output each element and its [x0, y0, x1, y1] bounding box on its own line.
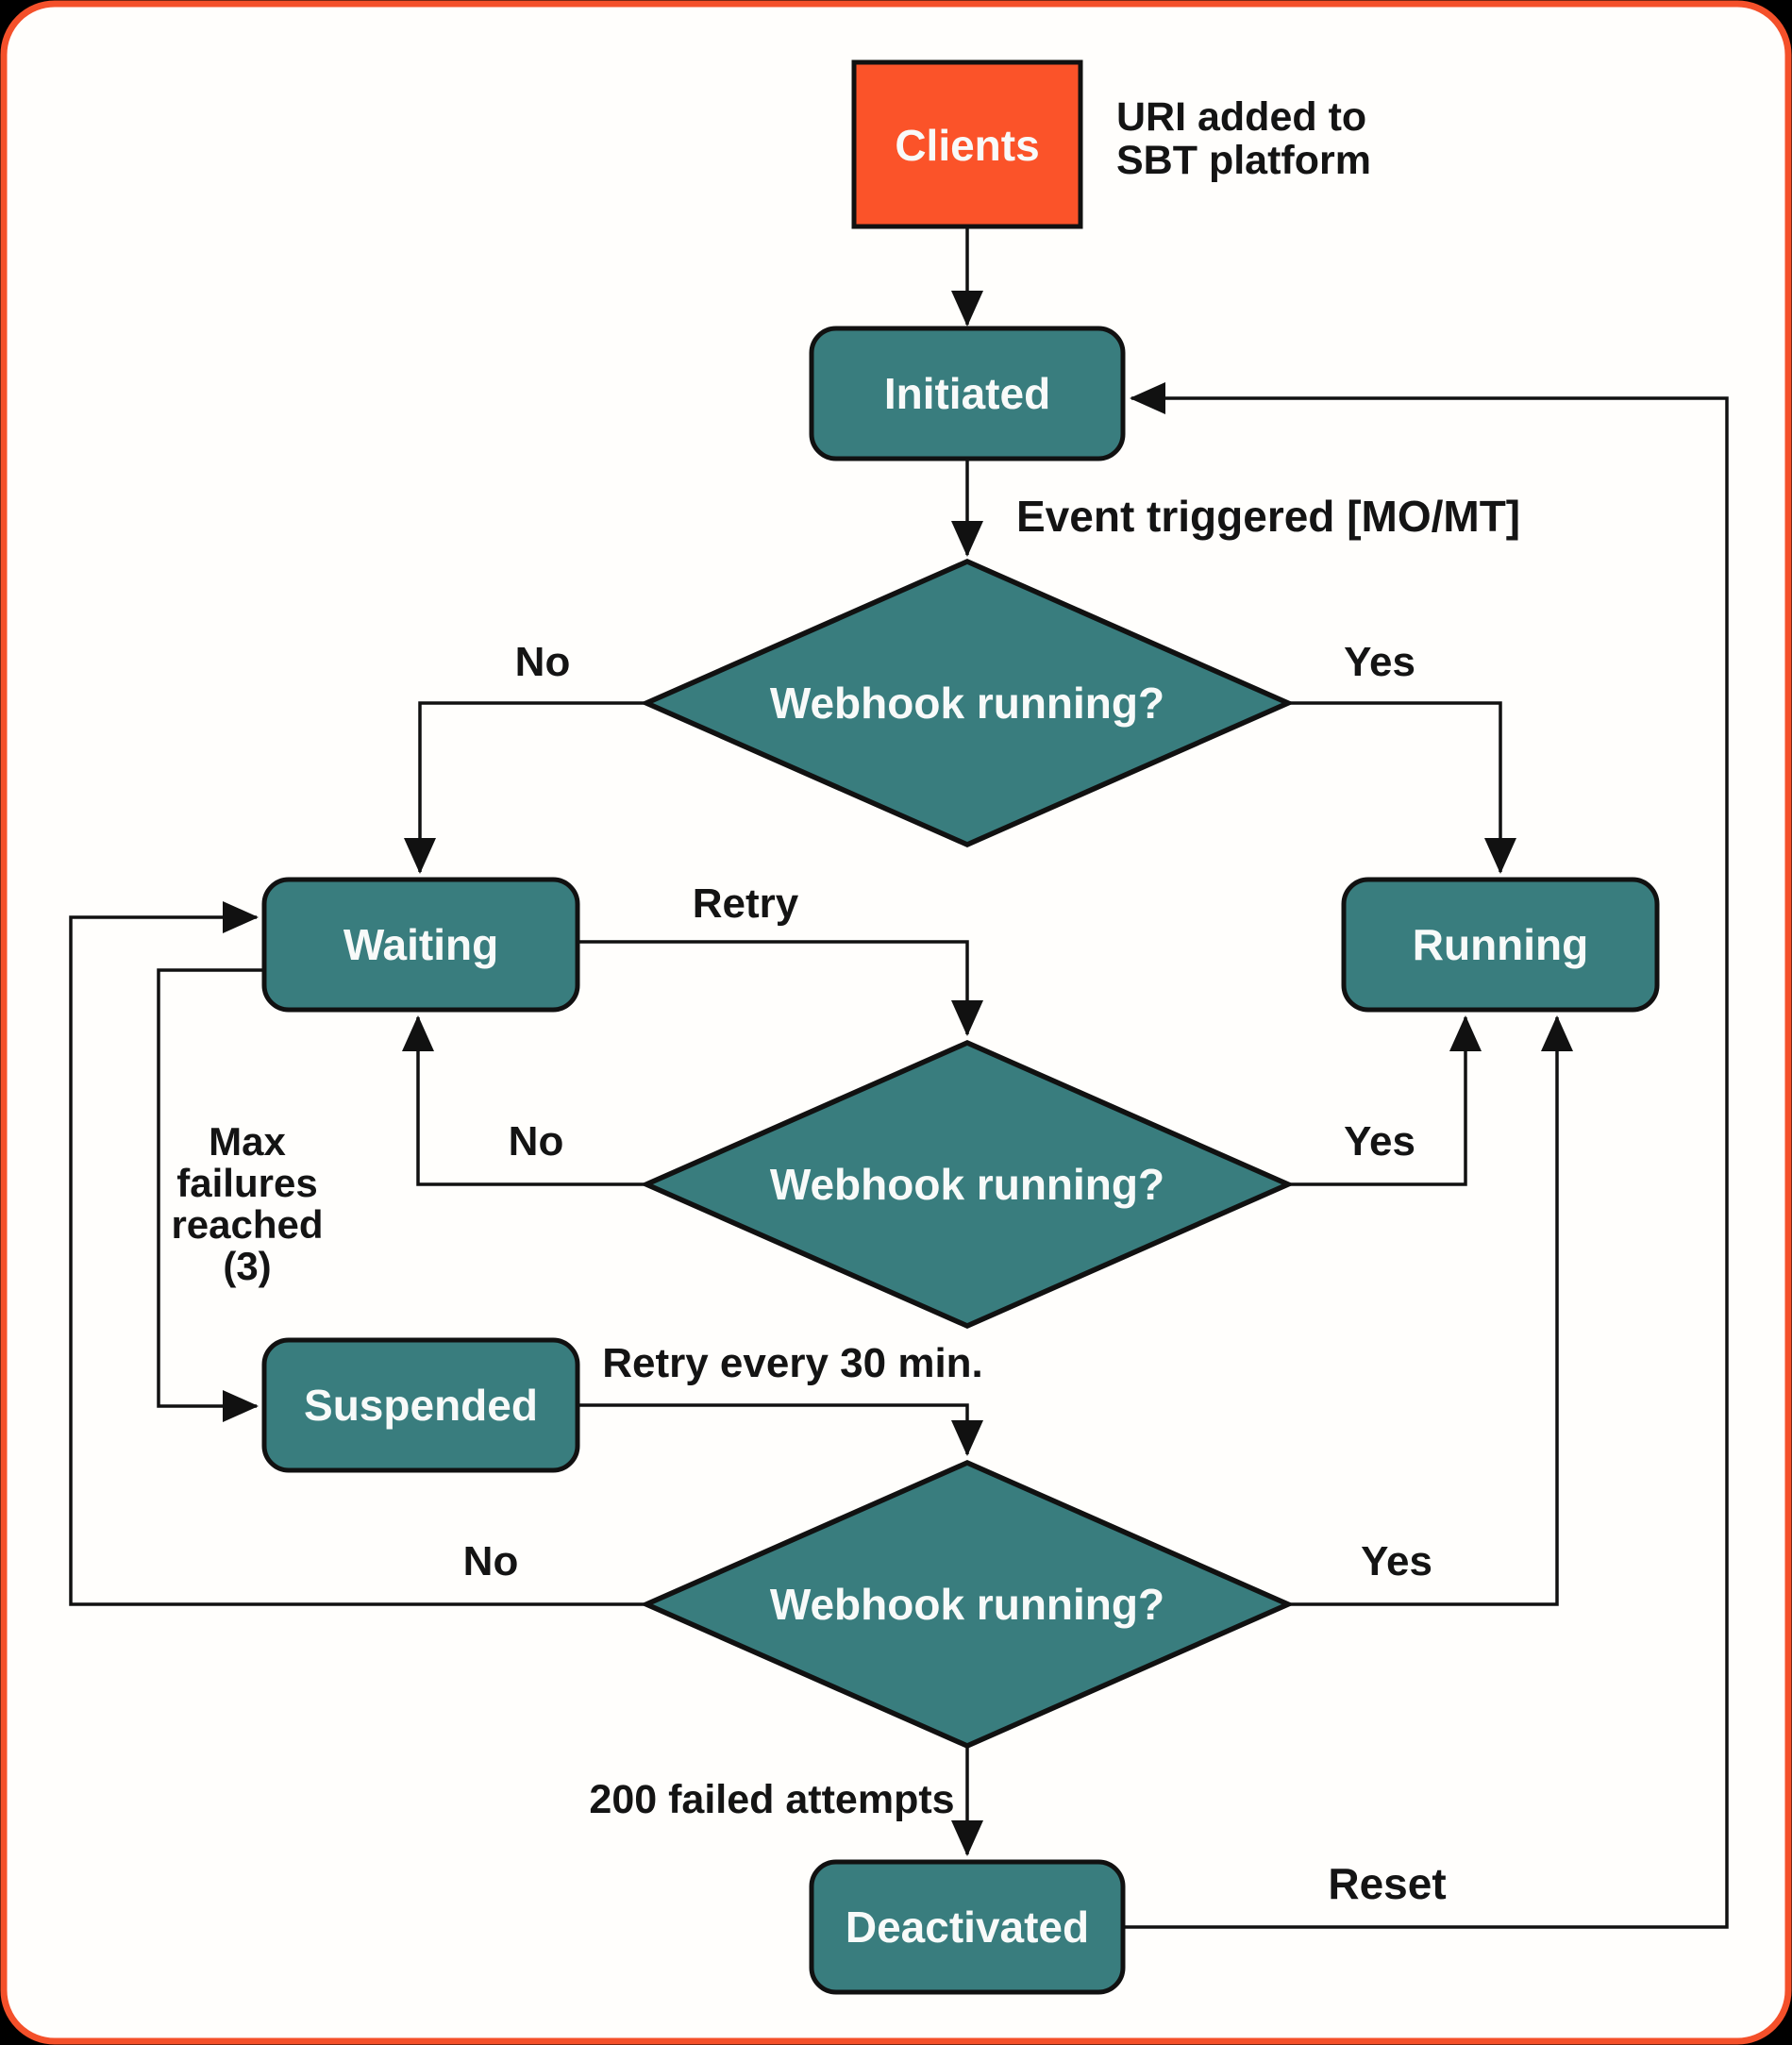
edge-waiting-retry-to-decision2 [579, 940, 983, 1036]
retry-every-30-label: Retry every 30 min. [602, 1340, 983, 1386]
decision1-no-label: No [515, 639, 571, 685]
clients-node [851, 59, 1083, 229]
decision1-webhook-running [640, 558, 1295, 848]
max-failures-label-line4: (3) [223, 1244, 271, 1288]
edge-waiting-maxfailures-to-suspended [157, 968, 262, 1422]
edges [69, 228, 1729, 1929]
initiated-node-label: Initiated [884, 369, 1050, 418]
edge-labels: URI added to SBT platform Event triggere… [171, 94, 1520, 1908]
decision2-webhook-running [640, 1039, 1295, 1330]
suspended-node-label: Suspended [304, 1381, 538, 1430]
edge-decision3-no-to-waiting [69, 901, 645, 1606]
edge-decision2-yes-to-running [1290, 1015, 1482, 1186]
uri-added-label-line2: SBT platform [1116, 138, 1371, 183]
decision1-label: Webhook running? [770, 679, 1164, 728]
running-node [1341, 877, 1660, 1013]
decision2-label: Webhook running? [770, 1160, 1164, 1209]
suspended-node [261, 1337, 580, 1473]
deactivated-node-label: Deactivated [846, 1903, 1089, 1952]
running-node-label: Running [1413, 920, 1589, 969]
reset-label: Reset [1328, 1859, 1446, 1908]
edge-decision1-yes-to-running [1290, 701, 1516, 874]
waiting-node [261, 877, 580, 1013]
max-failures-label-line1: Max [209, 1119, 286, 1164]
edge-decision1-no-to-waiting [404, 701, 645, 874]
clients-node-label: Clients [895, 121, 1039, 170]
deactivated-node [809, 1859, 1126, 1995]
retry-label: Retry [693, 880, 799, 927]
event-triggered-label: Event triggered [MO/MT] [1016, 492, 1520, 541]
max-failures-label-line3: reached [171, 1202, 323, 1247]
edge-decision3-yes-to-running [1290, 1015, 1573, 1606]
decision3-yes-label: Yes [1361, 1538, 1432, 1584]
edge-suspended-to-decision3 [579, 1403, 983, 1456]
decision2-yes-label: Yes [1344, 1118, 1415, 1165]
initiated-node [809, 326, 1126, 461]
edge-decision2-no-to-waiting [402, 1015, 645, 1186]
waiting-node-label: Waiting [343, 920, 498, 969]
edge-deactivated-reset-to-initiated [1125, 382, 1729, 1929]
decision3-label: Webhook running? [770, 1580, 1164, 1629]
max-failures-label-line2: failures [176, 1161, 317, 1205]
decision1-yes-label: Yes [1344, 639, 1415, 685]
decision3-webhook-running [640, 1459, 1295, 1750]
uri-added-label-line1: URI added to [1116, 94, 1366, 140]
decision3-no-label: No [463, 1538, 519, 1584]
failed-attempts-label: 200 failed attempts [589, 1777, 954, 1822]
decision2-no-label: No [509, 1118, 564, 1165]
